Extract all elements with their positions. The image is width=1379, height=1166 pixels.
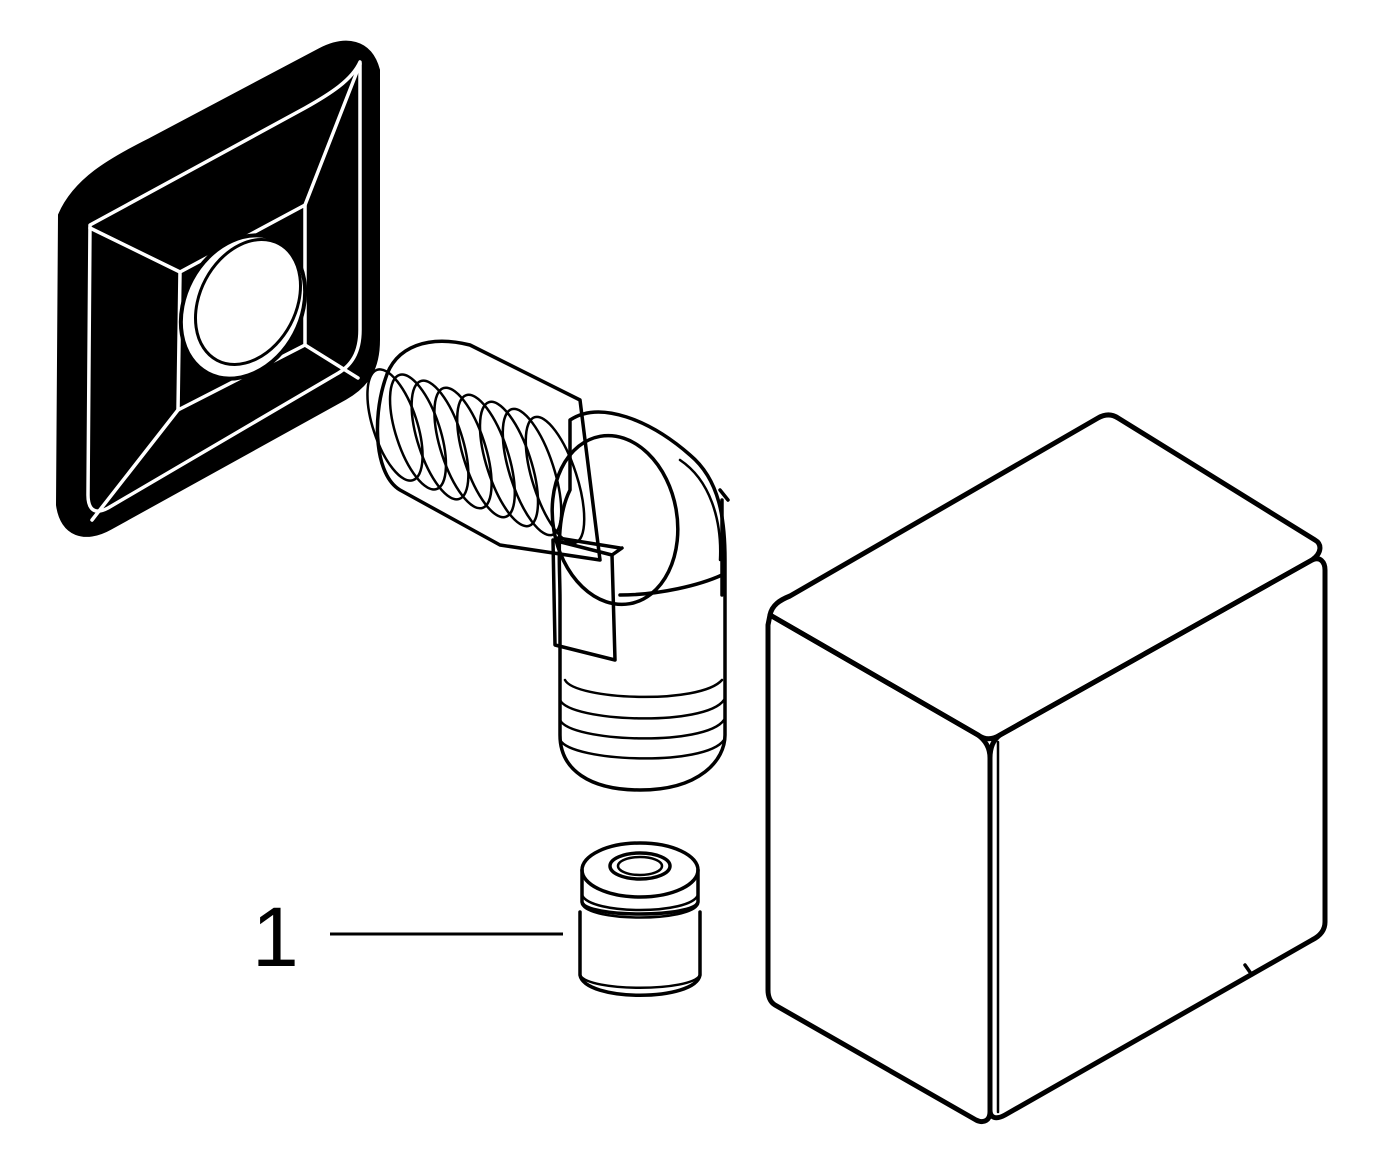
elbow-connector	[366, 339, 730, 792]
flow-restrictor-part	[578, 841, 702, 997]
callout-1: 1	[252, 890, 563, 984]
callout-number-1: 1	[252, 890, 299, 984]
escutcheon-plate	[55, 40, 380, 537]
cube-cover	[765, 412, 1328, 1125]
